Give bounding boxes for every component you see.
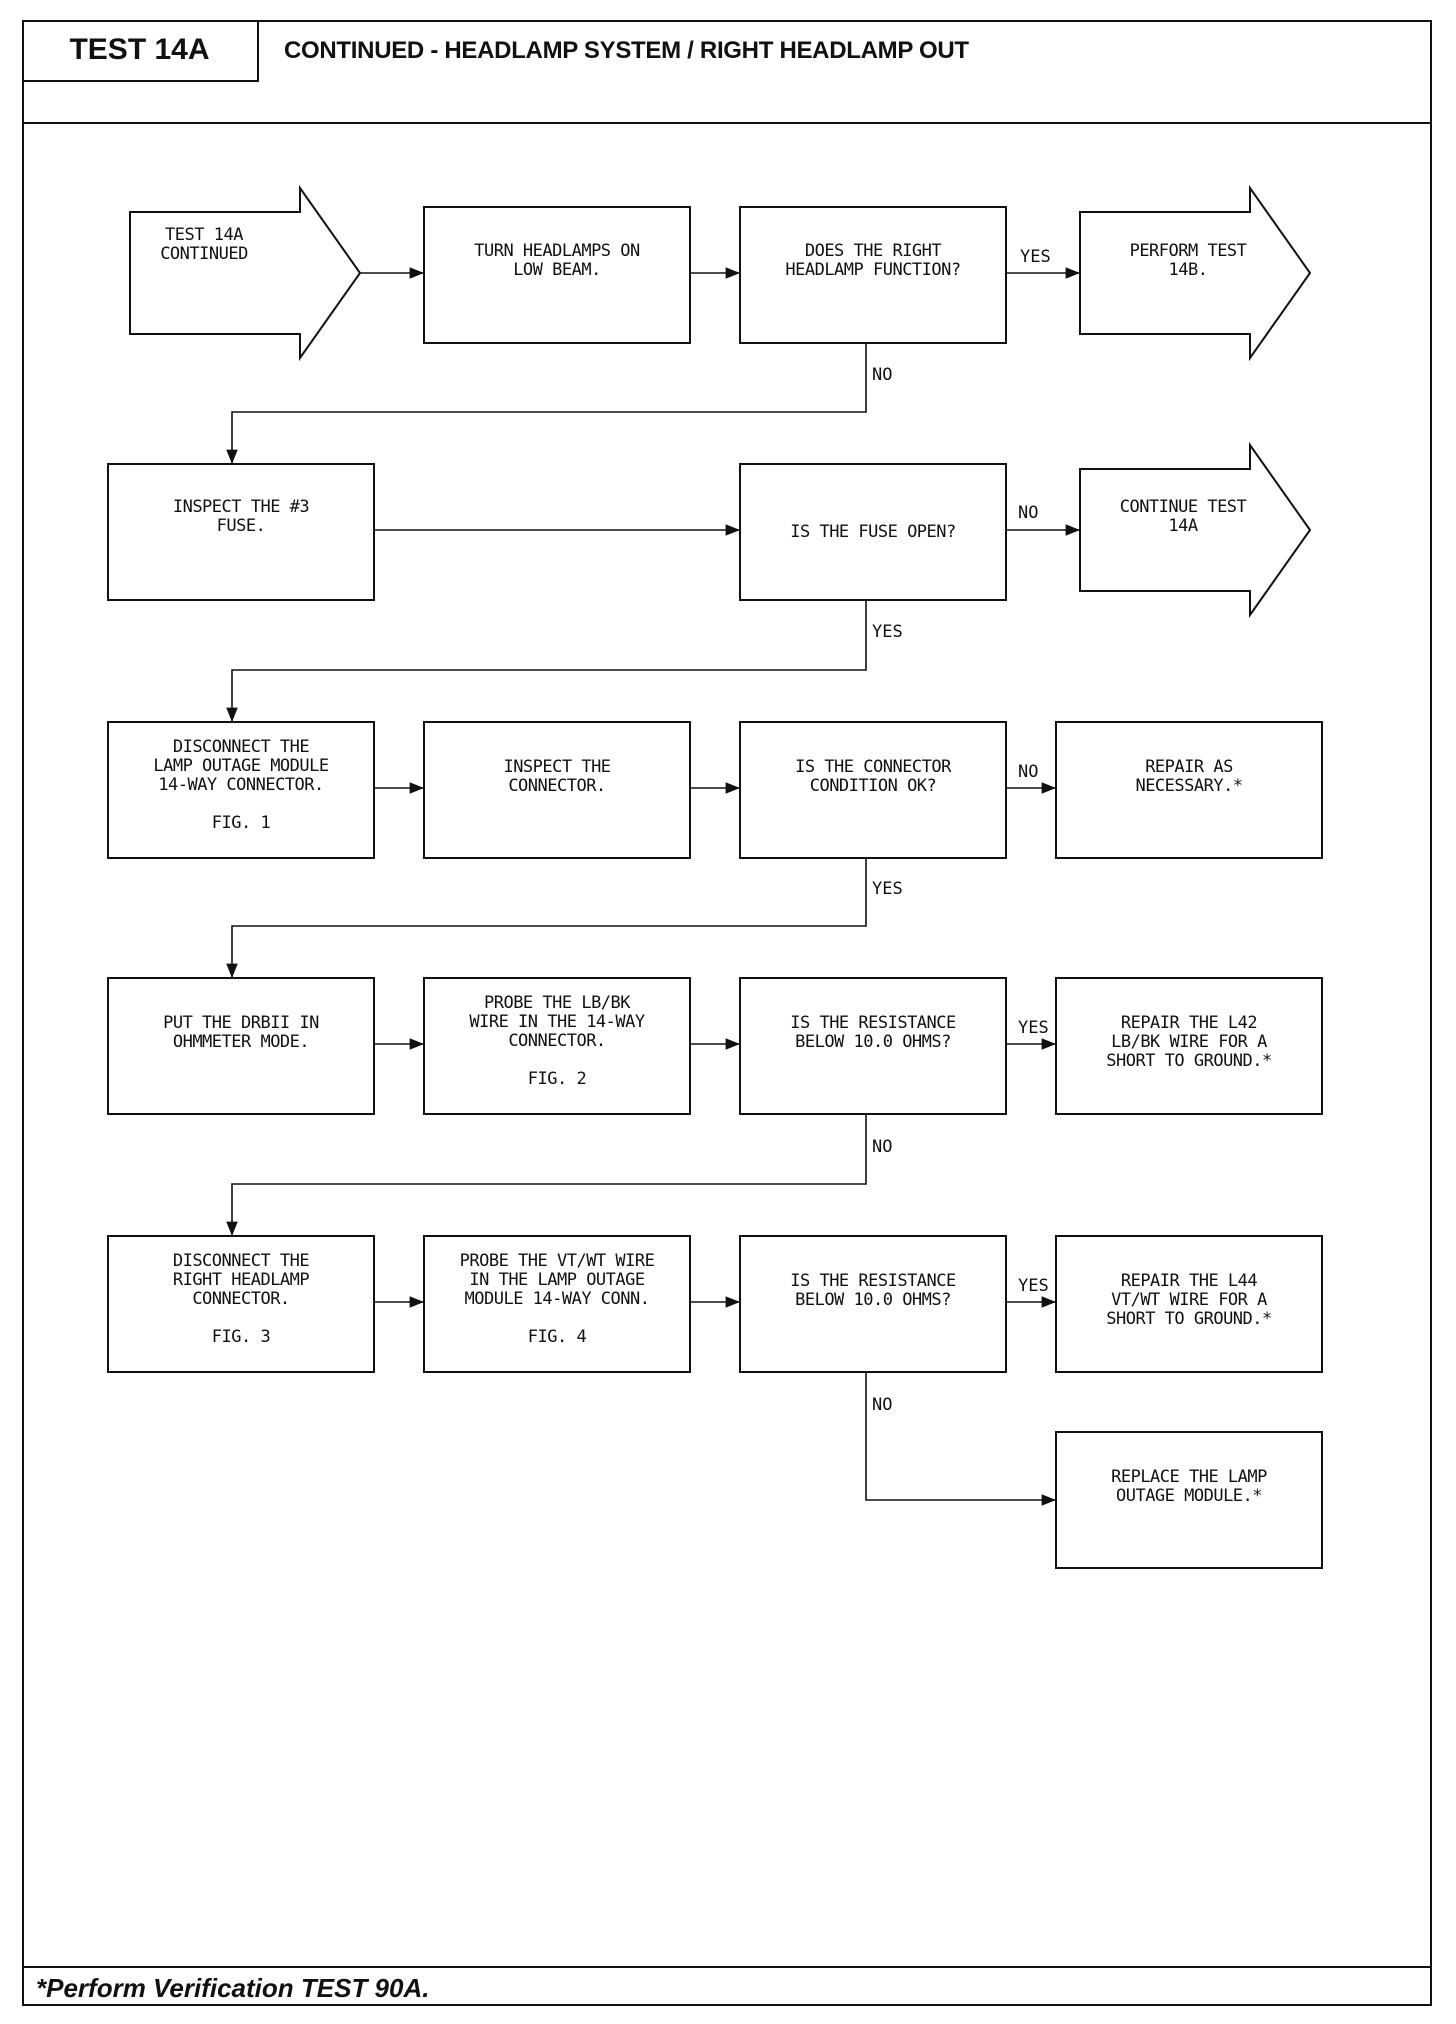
node-text: FIG. 3 <box>212 1327 270 1347</box>
node-text: TURN HEADLAMPS ON <box>474 241 640 261</box>
node-repair <box>1055 721 1323 859</box>
node-text: IS THE CONNECTOR <box>795 757 952 777</box>
node-text: IN THE LAMP OUTAGE <box>469 1270 644 1290</box>
edge-label-no: NO <box>872 1395 892 1415</box>
edge-label-no: NO <box>872 365 892 385</box>
node-text: BELOW 10.0 OHMS? <box>795 1290 951 1310</box>
node-text: IS THE FUSE OPEN? <box>790 522 956 542</box>
node-text: FIG. 4 <box>528 1327 587 1347</box>
node-text: INSPECT THE <box>503 757 610 777</box>
node-inspect-conn <box>423 721 691 859</box>
node-disconnect-hl <box>107 1235 375 1373</box>
node-q-function <box>739 206 1007 344</box>
edge-label-yes: YES <box>1018 1276 1049 1296</box>
node-probe-vt <box>423 1235 691 1373</box>
page-frame <box>22 20 1432 2006</box>
node-text: DISCONNECT THE <box>173 737 310 757</box>
node-text: FUSE. <box>217 516 266 536</box>
header: TEST 14A CONTINUED - HEADLAMP SYSTEM / R… <box>22 20 1432 124</box>
node-text: WIRE IN THE 14-WAY <box>469 1012 644 1032</box>
edge-yes-to-disconnect <box>226 600 867 722</box>
node-text: PROBE THE VT/WT WIRE <box>460 1251 655 1271</box>
node-text: TEST 14A <box>165 225 243 245</box>
node-text: BELOW 10.0 OHMS? <box>795 1032 951 1052</box>
node-text: PROBE THE LB/BK <box>484 993 631 1013</box>
node-probe-lb <box>423 977 691 1115</box>
node-text: CONDITION OK? <box>810 776 937 796</box>
node-text: REPAIR THE L44 <box>1121 1271 1258 1291</box>
edge-yes-to-ohmmeter <box>226 858 867 978</box>
test-id-label: TEST 14A <box>22 20 259 82</box>
node-text: OUTAGE MODULE.* <box>1116 1486 1262 1506</box>
node-text: REPAIR AS <box>1145 757 1233 777</box>
node-q-fuse <box>739 463 1007 601</box>
node-text: REPAIR THE L42 <box>1121 1013 1257 1033</box>
node-turn-on <box>423 206 691 344</box>
node-text: MODULE 14-WAY CONN. <box>465 1289 650 1309</box>
node-text: CONNECTOR. <box>192 1289 289 1309</box>
node-text: IS THE RESISTANCE <box>790 1271 956 1291</box>
node-text: CONNECTOR. <box>508 776 605 796</box>
edge-label-no: NO <box>1018 503 1038 523</box>
edge-label-yes: YES <box>872 879 903 899</box>
node-text: CONTINUED <box>160 244 248 264</box>
node-q-conn <box>739 721 1007 859</box>
node-text: NECESSARY.* <box>1135 776 1242 796</box>
node-text: 14-WAY CONNECTOR. <box>158 775 324 795</box>
node-text: SHORT TO GROUND.* <box>1106 1051 1272 1071</box>
node-text: IS THE RESISTANCE <box>790 1013 956 1033</box>
node-text: REPLACE THE LAMP <box>1111 1467 1267 1487</box>
edge-no-to-inspect-fuse <box>226 343 867 464</box>
edge-label-no: NO <box>872 1137 892 1157</box>
edge-label-no: NO <box>1018 762 1038 782</box>
node-start <box>129 184 362 362</box>
edge-label-yes: YES <box>872 622 903 642</box>
node-text: CONTINUE TEST <box>1120 497 1247 517</box>
node-test14b <box>1079 184 1312 362</box>
node-text: LAMP OUTAGE MODULE <box>153 756 328 776</box>
node-text: PERFORM TEST <box>1130 241 1247 261</box>
node-text: RIGHT HEADLAMP <box>173 1270 310 1290</box>
edge-label-yes: YES <box>1018 1018 1049 1038</box>
footer-note: *Perform Verification TEST 90A. <box>36 1973 430 2003</box>
node-disconnect-module <box>107 721 375 859</box>
node-text: FIG. 1 <box>212 813 271 833</box>
page-title: CONTINUED - HEADLAMP SYSTEM / RIGHT HEAD… <box>284 37 969 64</box>
node-text: PUT THE DRBII IN <box>163 1013 319 1033</box>
node-inspect-fuse <box>107 463 375 601</box>
edge-no-to-disconnect-hl <box>226 1114 867 1236</box>
node-continue14a <box>1079 441 1312 619</box>
node-repair-l42 <box>1055 977 1323 1115</box>
node-q-res1 <box>739 977 1007 1115</box>
node-repair-l44 <box>1055 1235 1323 1373</box>
node-ohmmeter <box>107 977 375 1115</box>
node-text: LB/BK WIRE FOR A <box>1111 1032 1267 1052</box>
node-text: HEADLAMP FUNCTION? <box>785 260 960 280</box>
footer: *Perform Verification TEST 90A. <box>22 1966 1432 2006</box>
node-text: DOES THE RIGHT <box>805 241 942 261</box>
node-text: LOW BEAM. <box>513 260 601 280</box>
node-text: VT/WT WIRE FOR A <box>1111 1290 1267 1310</box>
node-text: 14A <box>1168 516 1197 536</box>
node-text: SHORT TO GROUND.* <box>1106 1309 1272 1329</box>
edge-label-yes: YES <box>1020 247 1051 267</box>
node-text: OHMMETER MODE. <box>173 1032 309 1052</box>
node-text: CONNECTOR. <box>508 1031 605 1051</box>
edge-no-to-replace <box>865 1372 1056 1506</box>
node-text: DISCONNECT THE <box>173 1251 310 1271</box>
node-text: 14B. <box>1169 260 1208 280</box>
node-text: FIG. 2 <box>528 1069 586 1089</box>
node-text: INSPECT THE #3 <box>173 497 309 517</box>
node-q-res2 <box>739 1235 1007 1373</box>
